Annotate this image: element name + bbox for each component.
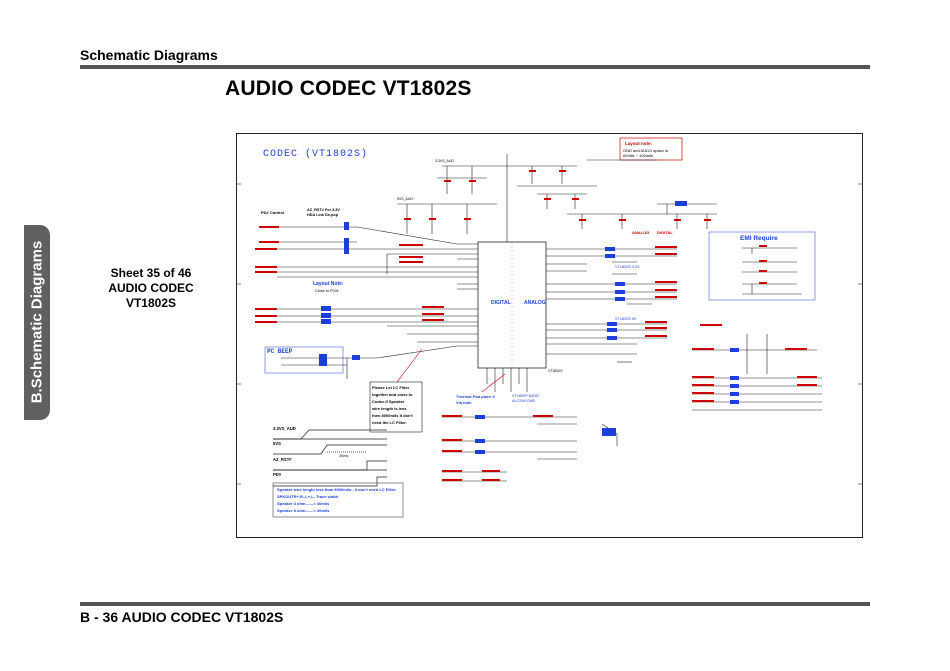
- mic-net-labels: [692, 324, 817, 402]
- mic-resistors: [730, 348, 739, 404]
- lc-note-line4: wire length is less: [371, 406, 407, 411]
- layout-note-line2: 60mils ~ 100mils: [623, 153, 653, 158]
- lc-note-line6: need the LC Filter.: [372, 420, 407, 425]
- pd-control-circuit: [267, 226, 458, 278]
- close-to-pcm: Close to PCM: [315, 289, 338, 293]
- pcm-lines: [277, 308, 457, 343]
- ferrite-bead: [675, 201, 687, 206]
- schematic-drawing: CODEC (VT1802S) Layout note: GND and AUD…: [237, 137, 862, 518]
- speaker-net-labels: [442, 415, 553, 481]
- lc-note-arrow: [396, 348, 423, 383]
- layout-note2: Layout Note:: [313, 281, 344, 287]
- analog-zone-label: ANALOG: [632, 230, 649, 235]
- ic-analog-label: ANALOG: [524, 300, 546, 306]
- ic-bottom-pins: [486, 368, 528, 392]
- pc-beep-label: PC BEEP: [267, 348, 293, 355]
- analog-output-lines: [587, 248, 677, 363]
- analog-resistors: [605, 247, 625, 340]
- sheet-number: Sheet 35 of 46: [110, 266, 192, 280]
- pd-net-labels: [255, 226, 423, 273]
- digital-zone-label: DIGITAL: [657, 230, 673, 235]
- thermal-line2: Via hole.: [456, 400, 472, 405]
- pd-control-label: PD# Control: [261, 210, 284, 215]
- net-3v3-top: 3.3VS_AUD: [435, 159, 454, 163]
- timing-20ms-label: 20ms: [339, 454, 348, 458]
- ic-left-pins: [457, 243, 478, 347]
- footer-label: B - 36 AUDIO CODEC VT1802S: [80, 609, 284, 625]
- speaker-inductors: [475, 415, 616, 454]
- vt-note2: VT1802S 5V: [615, 317, 637, 321]
- timing-diagram: [273, 429, 387, 487]
- speaker-note-box: [272, 482, 404, 518]
- schematic-frame: CODEC (VT1802S) Layout note: GND and AUD…: [236, 133, 863, 538]
- emi-caps: [759, 245, 767, 284]
- header-rule: [80, 65, 870, 69]
- emi-circuit: [742, 247, 802, 295]
- mic-jack-circuit: [692, 334, 822, 411]
- lc-note-line3: Codec.If Speaker: [372, 399, 405, 404]
- mosfets: [344, 222, 349, 254]
- ic-digital-label: DIGITAL: [491, 300, 511, 306]
- speaker-filter-lines: [442, 416, 618, 482]
- page-title: AUDIO CODEC VT1802S: [225, 77, 472, 100]
- analog-net-labels: [645, 246, 677, 337]
- vt-note4: ALC269 GND: [512, 399, 535, 403]
- thermal-line1: Thermal Pad place 9: [456, 394, 495, 399]
- speaker-line1: Speaker wire length less than 8000mils ,…: [277, 487, 396, 492]
- sheet-section: AUDIO CODEC: [108, 281, 194, 295]
- layout-note-line1: GND and AUDG space is: [623, 148, 668, 153]
- net-5v-top: 5VS_AUD: [397, 197, 413, 201]
- timing-rst-label: AZ_RST#: [273, 457, 292, 462]
- speaker-line3: Speaker 4 ohm------> 40mils: [277, 501, 330, 506]
- side-tab-label: B.Schematic Diagrams: [28, 240, 46, 404]
- footer-rule: [80, 602, 870, 606]
- pcm-resistors: [321, 306, 331, 324]
- codec-title: CODEC (VT1802S): [263, 148, 368, 160]
- emi-require-label: EMI Require: [740, 235, 778, 242]
- ic-right-pins: [546, 248, 587, 355]
- sheet-info: Sheet 35 of 46 AUDIO CODEC VT1802S: [96, 266, 206, 311]
- timing-pd-label: PD#: [273, 472, 282, 477]
- lc-note-line5: then 8000mils it don't: [372, 413, 413, 418]
- beep-parts: [319, 354, 360, 366]
- az-rst-line2: HDA Link De-pop: [307, 213, 339, 217]
- ic-part-label: VT1802S: [548, 369, 563, 373]
- emi-box: [708, 231, 816, 301]
- pcm-net-labels: [255, 306, 444, 323]
- pc-beep-circuit: [281, 345, 458, 379]
- vt-note1: VT1802S 3.3V: [615, 265, 640, 269]
- timing-3v3-label: 3.3VS_AUD: [273, 426, 296, 431]
- speaker-line2: SPKOUTR+,R-,L+,L- Trace width: [277, 494, 339, 499]
- speaker-line4: Speaker 8 ohm------> 20mils: [277, 508, 330, 513]
- az-rst-line1: AZ_RST# For 3.3V: [307, 208, 340, 212]
- header-title: Schematic Diagrams: [80, 47, 218, 63]
- lc-note-line1: Please Let LC Filter: [372, 385, 410, 390]
- lc-note-line2: together and close to: [372, 392, 413, 397]
- sheet-chip: VT1802S: [125, 296, 177, 310]
- pc-beep-box: [264, 346, 344, 374]
- lc-note-box: [369, 381, 423, 433]
- decoupling-caps-top: [397, 154, 717, 244]
- timing-5v-label: 5VS: [273, 441, 281, 446]
- vt-note3: VT1802P AVDD: [512, 394, 539, 398]
- layout-note-title: Layout note:: [625, 141, 652, 146]
- side-tab: B.Schematic Diagrams: [24, 225, 50, 420]
- cap-symbols-top: [404, 170, 711, 221]
- thermal-arrow: [481, 373, 506, 393]
